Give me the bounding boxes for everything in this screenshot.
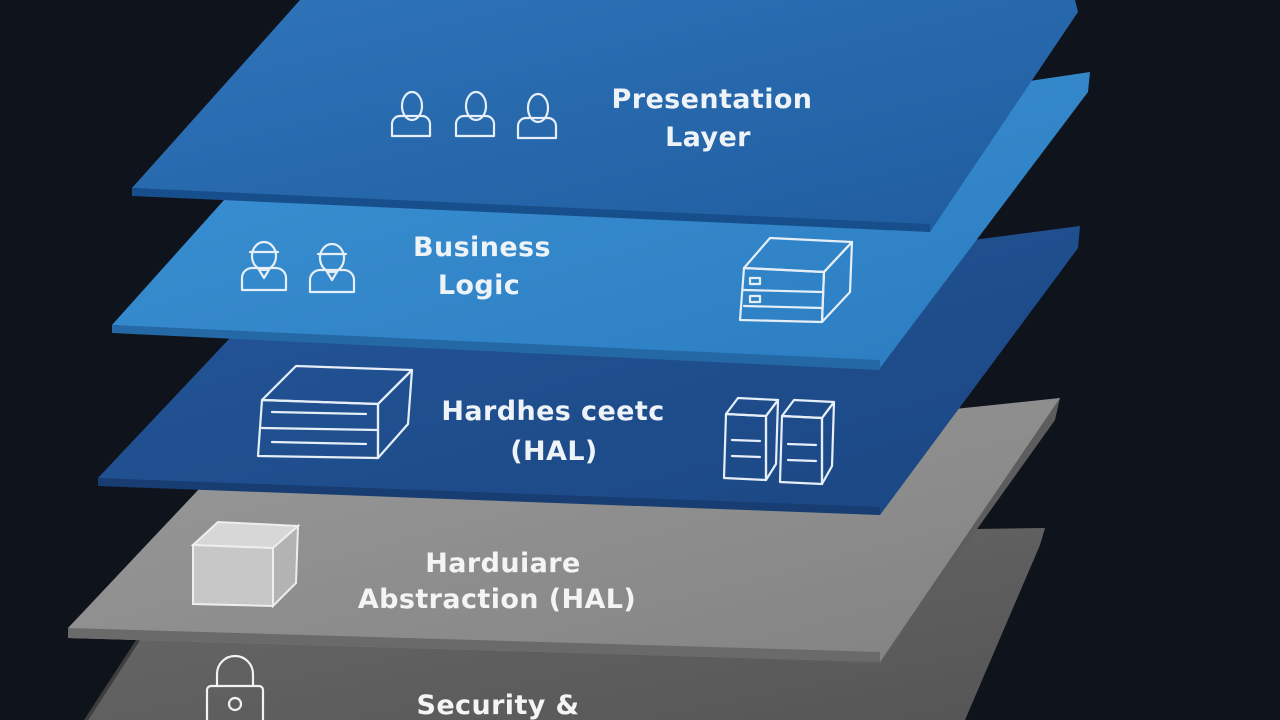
layer-presentation-line1: Presentation [612, 84, 813, 115]
user-icon [516, 92, 558, 140]
support-agent-icon [240, 240, 288, 292]
layer-hardware-logic-line1: Hardhes ceetc [441, 396, 664, 427]
server-box-icon [738, 236, 854, 324]
layer-business-line1: Business [413, 232, 551, 263]
layer-hal-line1: Harduiare [425, 548, 580, 579]
layer-presentation-line2: Layer [665, 122, 751, 153]
user-icon [390, 90, 432, 138]
support-agent-icon [308, 242, 356, 294]
layer-presentation-plate [132, 0, 1078, 232]
layer-hal-line2: Abstraction (HAL) [358, 584, 636, 615]
layer-presentation: Presentation Layer [132, 0, 1078, 232]
layer-security-line1: Security & [416, 690, 579, 720]
padlock-icon [205, 654, 265, 720]
layer-hardware-logic-line2: (HAL) [510, 436, 597, 467]
user-icon [454, 90, 496, 138]
cube-icon [190, 520, 301, 609]
layer-business-line2: Logic [438, 270, 520, 301]
server-rack-icon [256, 364, 414, 460]
tower-server-icon [722, 396, 836, 486]
